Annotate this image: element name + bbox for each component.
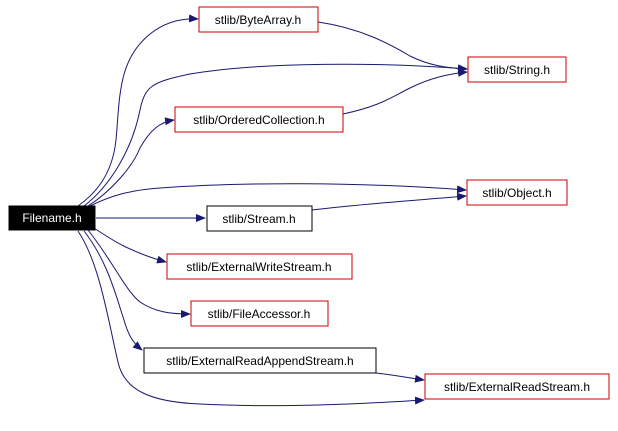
node-bytearray[interactable]: stlib/ByteArray.h <box>198 6 319 33</box>
edge-externalreadappendstream-to-externalreadstream <box>375 372 425 383</box>
node-label-object: stlib/Object.h <box>482 186 551 200</box>
node-stream[interactable]: stlib/Stream.h <box>206 205 313 232</box>
node-fileaccessor[interactable]: stlib/FileAccessor.h <box>190 300 329 327</box>
edges <box>77 14 468 407</box>
node-box <box>198 6 319 33</box>
node-box <box>206 205 313 232</box>
node-box <box>174 106 344 133</box>
node-box <box>424 373 610 400</box>
node-label-externalreadstream: stlib/ExternalReadStream.h <box>444 380 590 394</box>
node-object[interactable]: stlib/Object.h <box>466 179 568 206</box>
node-orderedcollection[interactable]: stlib/OrderedCollection.h <box>174 106 344 133</box>
node-box <box>143 347 377 374</box>
node-box <box>8 205 96 231</box>
edge-root-to-orderedcollection <box>87 117 175 207</box>
edge-bytearray-to-string <box>317 21 468 73</box>
edge-orderedcollection-to-string <box>342 68 468 115</box>
node-externalreadappendstream[interactable]: stlib/ExternalReadAppendStream.h <box>143 347 377 374</box>
node-box <box>467 56 567 83</box>
edge-root-to-externalwritestream <box>93 227 167 264</box>
node-label-orderedcollection: stlib/OrderedCollection.h <box>193 113 324 127</box>
edge-root-to-fileaccessor <box>87 229 191 318</box>
node-externalwritestream[interactable]: stlib/ExternalWriteStream.h <box>166 253 353 280</box>
node-string[interactable]: stlib/String.h <box>467 56 567 83</box>
edge-root-to-bytearray <box>77 14 199 207</box>
node-box <box>466 179 568 206</box>
edge-root-to-externalreadappendstream <box>83 230 143 351</box>
edge-stream-to-object <box>311 192 467 211</box>
node-label-stream: stlib/Stream.h <box>222 212 295 226</box>
node-box <box>166 253 353 280</box>
node-box <box>190 300 329 327</box>
node-externalreadstream[interactable]: stlib/ExternalReadStream.h <box>424 373 610 400</box>
node-label-string: stlib/String.h <box>484 63 550 77</box>
node-label-bytearray: stlib/ByteArray.h <box>215 13 301 27</box>
node-label-externalreadappendstream: stlib/ExternalReadAppendStream.h <box>166 354 353 368</box>
edge-root-to-externalreadstream <box>77 230 425 407</box>
edge-root-to-object <box>89 183 467 207</box>
node-label-externalwritestream: stlib/ExternalWriteStream.h <box>186 260 331 274</box>
node-root[interactable]: Filename.h <box>8 205 96 231</box>
node-label-root: Filename.h <box>22 211 81 225</box>
edge-root-to-string <box>83 63 468 207</box>
node-label-fileaccessor: stlib/FileAccessor.h <box>208 307 311 321</box>
